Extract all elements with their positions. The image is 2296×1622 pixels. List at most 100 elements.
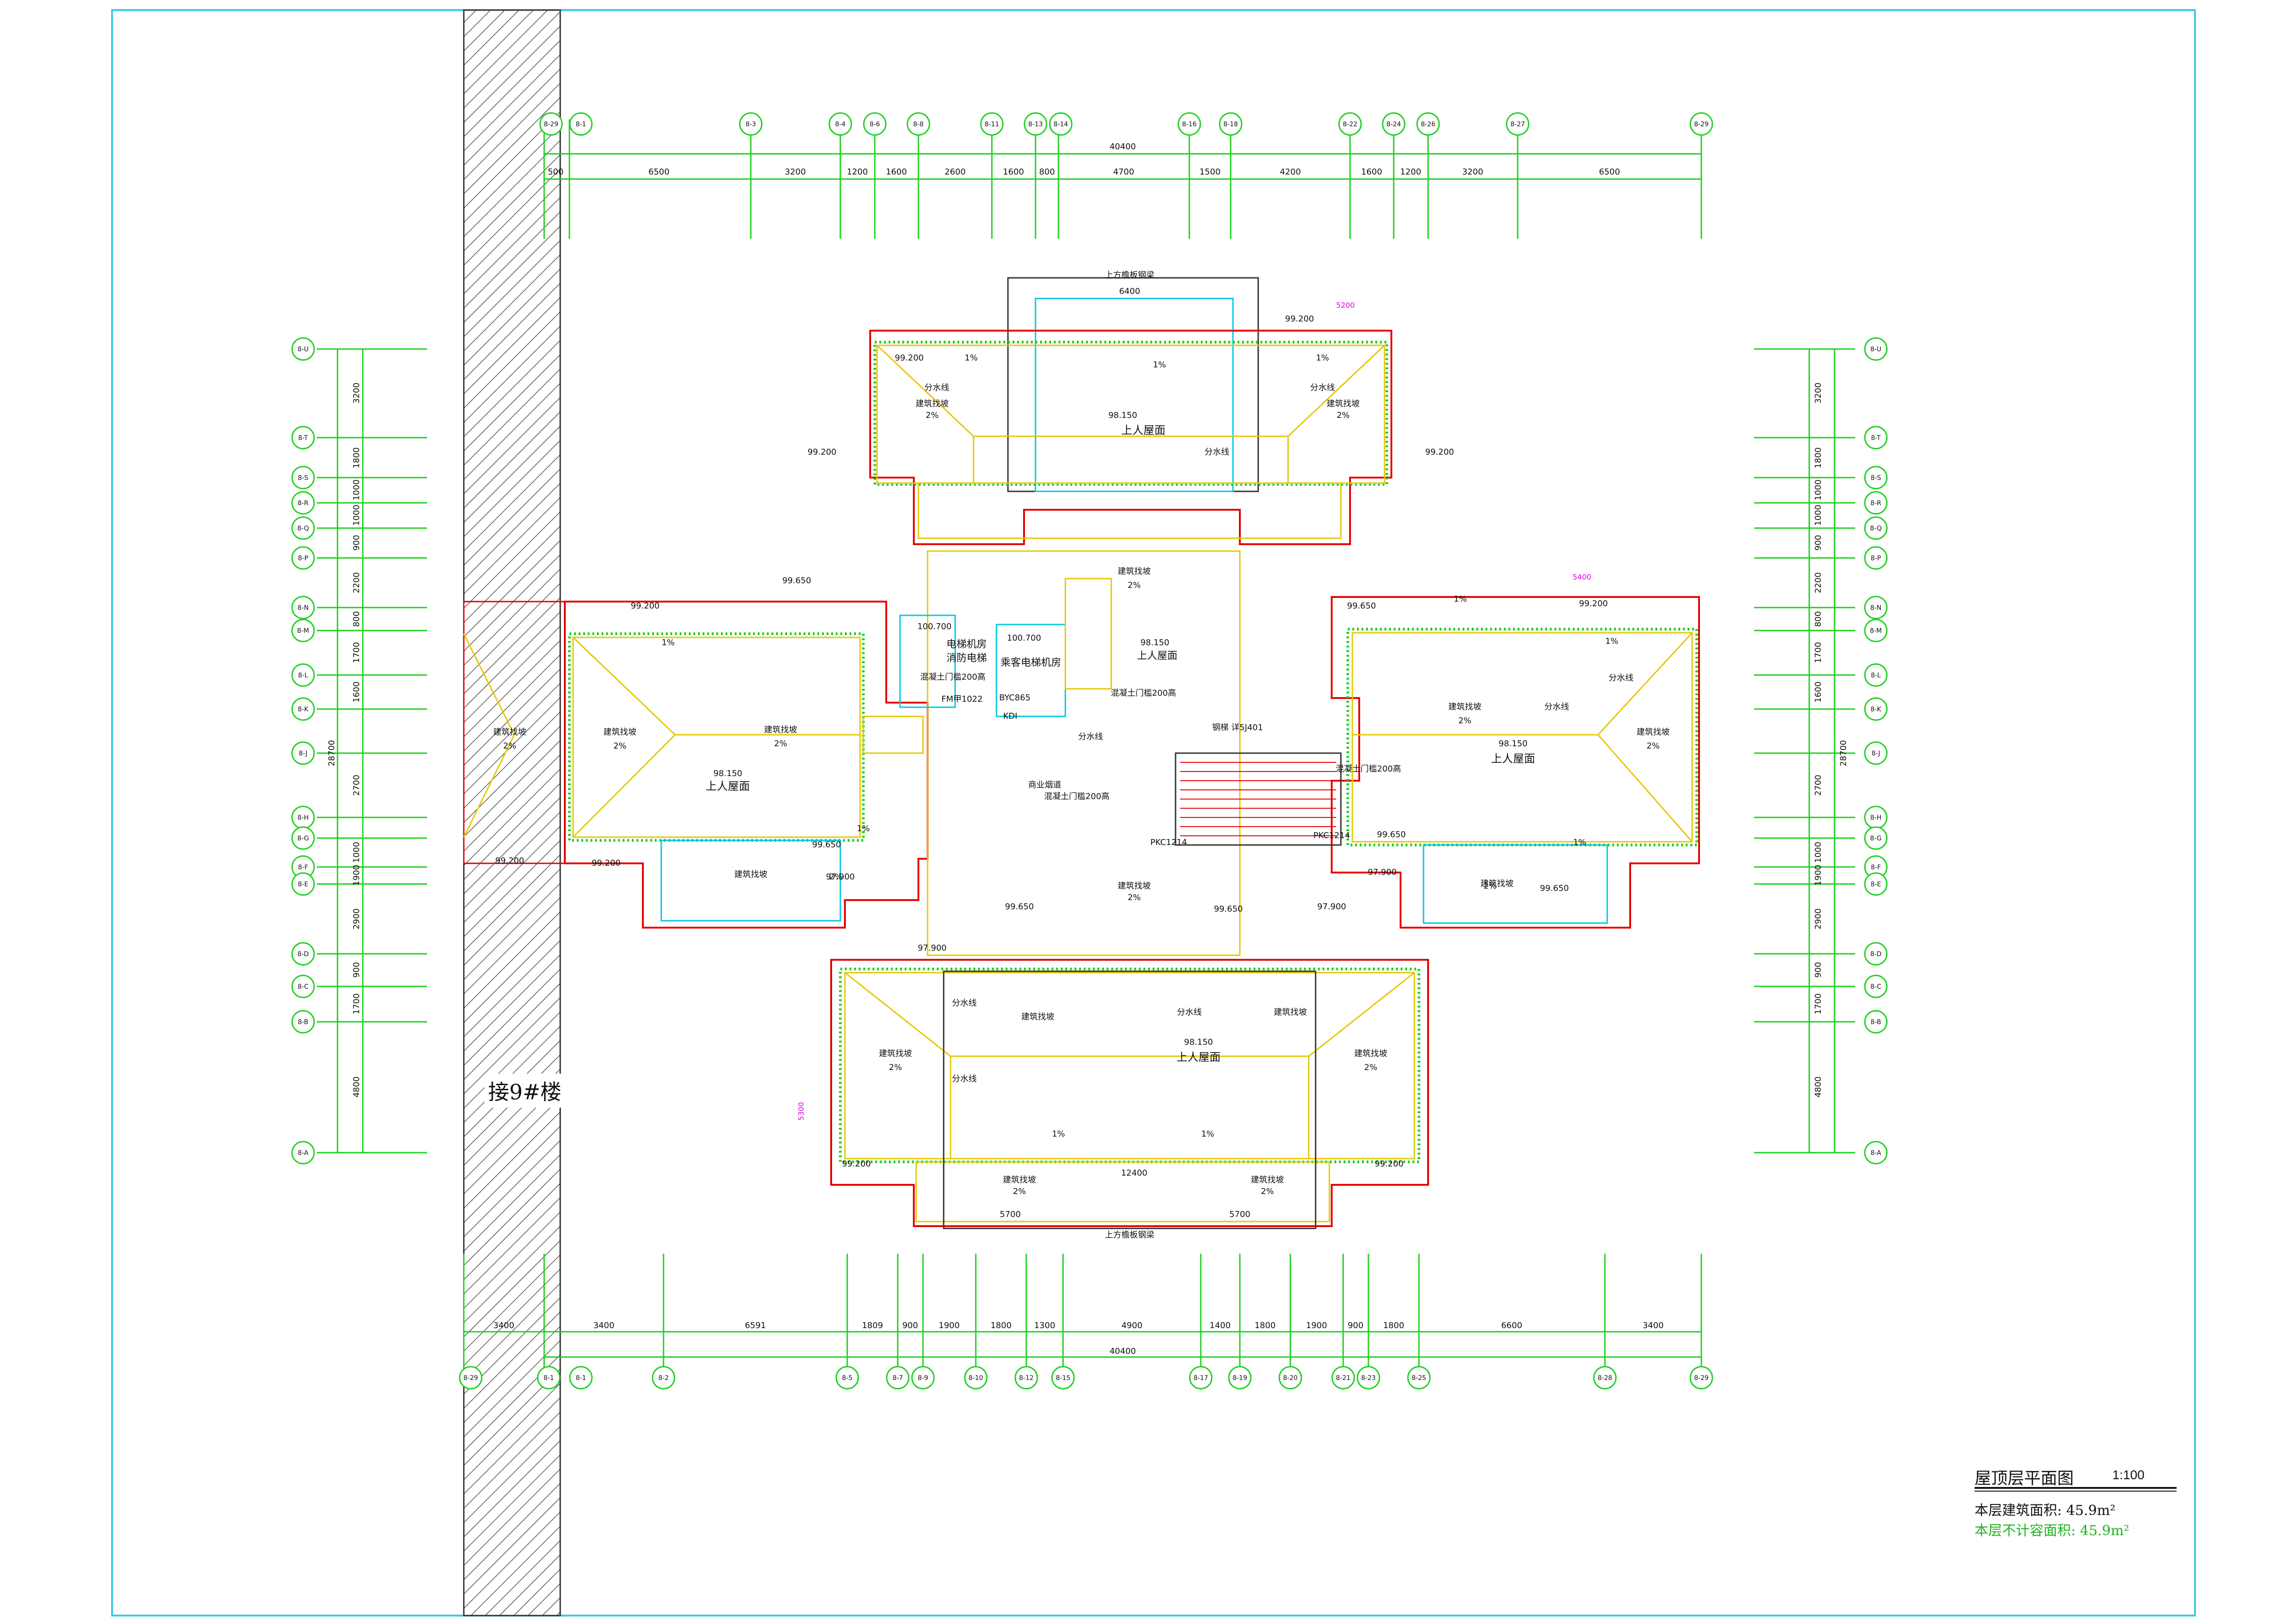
axis-label: 8-N <box>1870 604 1881 612</box>
roof-elevation: 98.150 <box>1141 638 1170 648</box>
axis-label: 8-23 <box>1361 1374 1376 1382</box>
parapet-elevation: 99.200 <box>842 1159 871 1169</box>
axis-label: 8-A <box>298 1149 309 1157</box>
elev-650: 99.650 <box>1377 830 1406 839</box>
dim-5700: 5700 <box>1000 1210 1021 1219</box>
axis-label: 8-A <box>1870 1149 1881 1157</box>
top-dimension-chain <box>543 119 1702 239</box>
axis-label: 8-18 <box>1223 121 1238 128</box>
axis-label: 8-29 <box>544 121 558 128</box>
axis-bubble: 8-24 <box>1382 112 1406 136</box>
axis-label: 8-L <box>1871 672 1881 679</box>
dim-label: 3200 <box>785 167 806 177</box>
title-underline-thin <box>1975 1491 2177 1492</box>
dim-label: 3400 <box>593 1321 614 1330</box>
axis-bubble: 8-J <box>1864 741 1888 765</box>
axis-label: 8-24 <box>1386 121 1401 128</box>
dim-5700: 5700 <box>1229 1210 1250 1219</box>
slope-value: 2% <box>774 739 788 749</box>
parapet-elevation: 99.200 <box>592 858 621 868</box>
steel-ladder-note: 钢梯 详5J401 <box>1212 723 1263 732</box>
slope-value: 2% <box>1128 580 1141 590</box>
dim-right-total: 28700 <box>1839 740 1848 766</box>
dim-label: 1400 <box>1210 1321 1231 1330</box>
vent-label: BYC865 <box>999 693 1030 703</box>
dim-label: 1900 <box>939 1321 960 1330</box>
axis-label: 8-13 <box>1028 121 1043 128</box>
axis-bubble: 8-D <box>291 942 315 966</box>
dim-label: 1700 <box>1813 642 1823 663</box>
dim-label: 1000 <box>352 505 361 526</box>
dim-left-total: 28700 <box>327 740 337 766</box>
slope-label: 建筑找坡 <box>1274 1008 1307 1017</box>
slope-value: 2% <box>1261 1187 1274 1196</box>
axis-bubble: 8-T <box>1864 426 1888 450</box>
axis-bubble: 8-14 <box>1049 112 1073 136</box>
bottom-dimension-chain <box>463 1254 1702 1371</box>
axis-label: 8-3 <box>746 121 756 128</box>
axis-bubble: 8-15 <box>1051 1366 1075 1390</box>
slope-label: 建筑找坡 <box>603 727 636 737</box>
parapet-elevation: 99.200 <box>1425 447 1454 457</box>
dim-label: 1500 <box>1199 167 1221 177</box>
dim-label: 3400 <box>493 1321 514 1330</box>
dim-label: 1000 <box>1813 842 1823 863</box>
drawing-title: 屋顶层平面图 <box>1975 1469 2074 1488</box>
slope-value: 2% <box>889 1063 902 1072</box>
axis-bubble: 8-4 <box>828 112 852 136</box>
dim-6400: 6400 <box>1119 287 1140 296</box>
axis-label: 8-21 <box>1336 1374 1351 1382</box>
axis-label: 8-T <box>1871 434 1881 442</box>
dim-label: 2200 <box>352 572 361 593</box>
axis-bubble: 8-17 <box>1189 1366 1213 1390</box>
elev-650: 99.650 <box>1214 904 1243 914</box>
axis-bubble: 8-10 <box>964 1366 988 1390</box>
lift-room-fire2: 消防电梯 <box>946 653 987 664</box>
elev-900: 97.900 <box>918 943 947 953</box>
axis-bubble: 8-D <box>1864 942 1888 966</box>
axis-label: 8-7 <box>893 1374 903 1382</box>
slope-small: 1% <box>1454 594 1467 604</box>
dim-label: 800 <box>352 611 361 627</box>
slope-small: 1% <box>1052 1129 1065 1139</box>
roof-access-label: 上人屋面 <box>706 780 750 793</box>
dim-label: 1700 <box>352 642 361 663</box>
axis-bubble: 8-Q <box>291 516 315 540</box>
axis-bubble: 8-6 <box>863 112 887 136</box>
dim-label: 2600 <box>945 167 966 177</box>
dim-label: 3400 <box>1643 1321 1664 1330</box>
slope-label: 建筑找坡 <box>764 725 797 735</box>
axis-bubble: 8-A <box>1864 1141 1888 1165</box>
slope-small: 1% <box>1316 353 1329 363</box>
axis-label: 8-E <box>298 881 309 888</box>
dim-label: 1200 <box>1400 167 1421 177</box>
top-wing <box>869 277 1392 545</box>
roof-access-label: 上人屋面 <box>1176 1051 1221 1064</box>
dim-top-total: 40400 <box>1109 142 1136 152</box>
kd-label: KDI <box>1003 711 1018 721</box>
slope-label: 建筑找坡 <box>1327 399 1360 409</box>
axis-label: 8-5 <box>842 1374 853 1382</box>
axis-bubble: 8-16 <box>1177 112 1201 136</box>
roof-access-label: 上人屋面 <box>1121 424 1165 437</box>
axis-label: 8-S <box>1871 474 1881 482</box>
drawing-title-block: 屋顶层平面图 1:100 本层建筑面积: 45.9m² 本层不计容面积: 45.… <box>1975 1465 2213 1543</box>
axis-bubble: 8-H <box>1864 805 1888 829</box>
axis-bubble: 8-G <box>291 826 315 850</box>
parapet-elevation: 99.200 <box>1579 599 1608 608</box>
elev-900: 97.900 <box>1368 867 1397 877</box>
axis-bubble: 8-2 <box>652 1366 675 1390</box>
axis-label: 8-14 <box>1053 121 1068 128</box>
axis-bubble: 8-13 <box>1024 112 1047 136</box>
axis-label: 8-F <box>298 864 308 871</box>
dim-label: 1800 <box>352 447 361 468</box>
dim-label: 1700 <box>352 993 361 1014</box>
sill-note: 混凝土门槛200高 <box>1111 688 1176 698</box>
top-note: 上方檐板钢梁 <box>1105 270 1154 280</box>
magenta-dims: 5200 5400 5300 <box>797 301 1591 1121</box>
axis-label: 8-8 <box>913 121 924 128</box>
slope-value: 2% <box>1337 411 1350 420</box>
axis-label: 8-B <box>1870 1019 1881 1026</box>
roof-elevation: 98.150 <box>1109 411 1137 420</box>
dim-label: 4700 <box>1113 167 1134 177</box>
